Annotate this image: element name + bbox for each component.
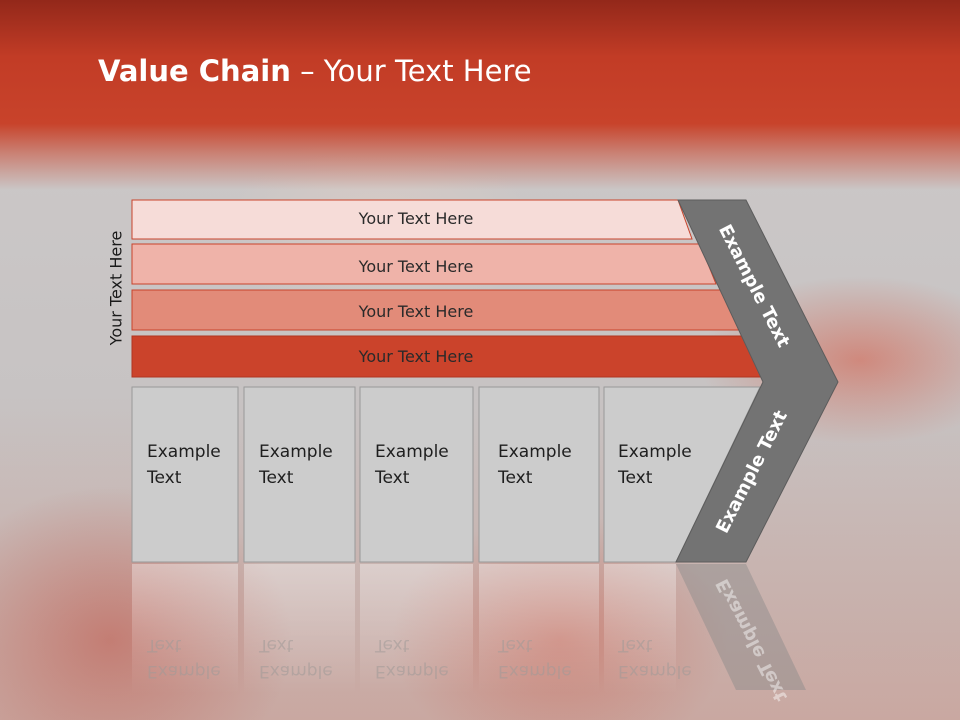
box-4-reflection bbox=[479, 564, 599, 694]
box-3-label-reflection: Example Text bbox=[375, 635, 449, 681]
box-3-reflection bbox=[360, 564, 473, 694]
bar-3-label: Your Text Here bbox=[358, 302, 474, 321]
box-2-label-reflection: Example Text bbox=[259, 635, 333, 681]
box-4 bbox=[478, 386, 600, 563]
box-5-label: Example Text bbox=[618, 442, 692, 488]
box-4-label-reflection: Example Text bbox=[498, 635, 572, 681]
chevron-arrow bbox=[675, 199, 839, 563]
bar-4-label: Your Text Here bbox=[358, 347, 474, 366]
header-band bbox=[0, 0, 960, 190]
box-4-label: Example Text bbox=[498, 442, 572, 488]
box-1-label-reflection: Example Text bbox=[147, 635, 221, 681]
box-1-label: Example Text bbox=[147, 442, 221, 488]
bar-2-label: Your Text Here bbox=[358, 257, 474, 276]
box-5-label-reflection: Example Text bbox=[618, 635, 692, 681]
chevron-reflection bbox=[676, 564, 806, 690]
box-3-label: Example Text bbox=[375, 442, 449, 488]
box-5-reflection bbox=[604, 564, 676, 694]
bar-2 bbox=[131, 243, 717, 285]
title-bold: Value Chain bbox=[98, 54, 291, 88]
bar-1-label: Your Text Here bbox=[358, 209, 474, 228]
box-2-label: Example Text bbox=[259, 442, 333, 488]
slide-title: Value Chain – Your Text Here bbox=[98, 54, 532, 94]
title-rest: – Your Text Here bbox=[290, 54, 532, 88]
box-1-reflection bbox=[132, 564, 238, 694]
box-2-reflection bbox=[244, 564, 355, 694]
bar-1 bbox=[131, 199, 693, 240]
box-3 bbox=[359, 386, 474, 563]
box-2 bbox=[243, 386, 356, 563]
box-1 bbox=[131, 386, 239, 563]
